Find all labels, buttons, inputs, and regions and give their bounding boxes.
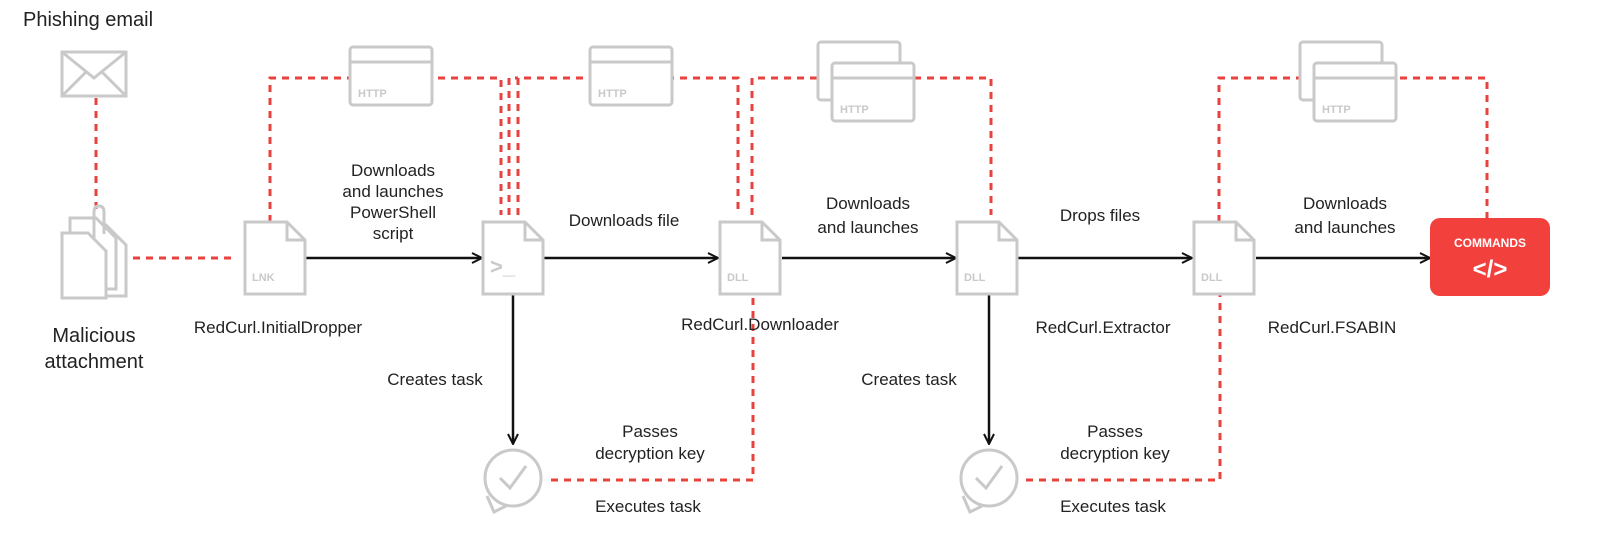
edge-label: Downloads file	[569, 211, 680, 230]
creates-task-label: Creates task	[387, 370, 483, 389]
passes-key-label: Passes	[1087, 422, 1143, 441]
passes-key-label: decryption key	[595, 444, 705, 463]
malicious-attachment-label-1: Malicious	[52, 325, 135, 347]
phishing-email-label: Phishing email	[23, 9, 153, 31]
commands-icon: COMMANDS </>	[1430, 218, 1550, 296]
dashed-connectors	[94, 76, 1489, 482]
dll-file-icon: DLL	[718, 220, 782, 296]
extractor-label: RedCurl.Extractor	[1035, 318, 1170, 337]
http-window-icon: HTTP	[816, 40, 916, 123]
http-window-icon: HTTP	[348, 45, 434, 107]
http-label: HTTP	[840, 104, 869, 116]
commands-symbol: </>	[1473, 256, 1508, 283]
edge-label: and launches	[817, 218, 918, 237]
edge-label: and launches	[1294, 218, 1395, 237]
fsabin-label: RedCurl.FSABIN	[1268, 318, 1396, 337]
dll-label: DLL	[1201, 272, 1223, 284]
executes-task-label: Executes task	[595, 497, 701, 516]
attachment-icon	[60, 204, 128, 300]
edge-label: Drops files	[1060, 206, 1140, 225]
http-window-icon: HTTP	[588, 45, 674, 107]
scheduled-task-icon	[959, 448, 1019, 515]
edge-label: and launches	[342, 182, 443, 201]
solid-arrows	[306, 258, 1430, 444]
shell-prompt-label: >_	[490, 254, 516, 279]
passes-key-label: Passes	[622, 422, 678, 441]
http-label: HTTP	[1322, 104, 1351, 116]
powershell-icon: >_	[481, 220, 545, 296]
commands-title: COMMANDS	[1454, 236, 1526, 250]
lnk-file-icon: LNK	[243, 220, 307, 296]
scheduled-task-icon	[483, 448, 543, 515]
dll-file-icon: DLL	[955, 220, 1019, 296]
http-label: HTTP	[358, 88, 387, 100]
http-window-icon: HTTP	[1298, 40, 1398, 123]
http-label: HTTP	[598, 88, 627, 100]
edge-label: Downloads	[351, 161, 435, 180]
dll-file-icon: DLL	[1192, 220, 1256, 296]
creates-task-label: Creates task	[861, 370, 957, 389]
edge-label: Downloads	[1303, 194, 1387, 213]
initial-dropper-label: RedCurl.InitialDropper	[194, 318, 363, 337]
lnk-label: LNK	[252, 272, 275, 284]
dll-label: DLL	[964, 272, 986, 284]
edge-label: script	[373, 224, 414, 243]
downloader-label: RedCurl.Downloader	[681, 315, 839, 334]
email-icon	[60, 50, 128, 98]
executes-task-label: Executes task	[1060, 497, 1166, 516]
passes-key-label: decryption key	[1060, 444, 1170, 463]
edge-label: PowerShell	[350, 203, 436, 222]
malicious-attachment-label-2: attachment	[45, 351, 144, 373]
edge-label: Downloads	[826, 194, 910, 213]
dll-label: DLL	[727, 272, 749, 284]
